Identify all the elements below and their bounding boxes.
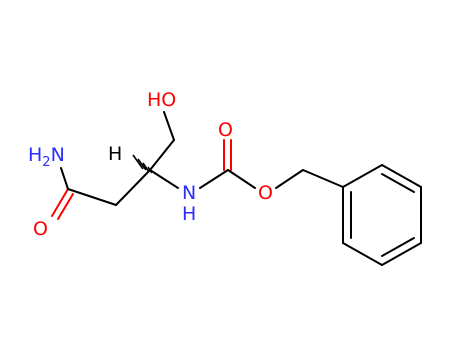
bond-c4-o <box>163 111 175 141</box>
bond-c1-n <box>60 167 69 190</box>
bond-c2-c3 <box>115 169 151 206</box>
ring-bond-3 <box>381 242 422 266</box>
hashed-wedge <box>132 154 153 174</box>
ring-bond-5 <box>381 164 422 188</box>
nh-nitrogen-label: N <box>182 182 196 204</box>
carbonyl-oxygen-label: O <box>218 119 233 141</box>
bond-c5-oe <box>227 169 256 189</box>
stereo-h-label: H <box>108 143 122 165</box>
amide-oxygen-label: O <box>33 218 48 240</box>
ring-double-3 <box>381 173 415 193</box>
hash-1 <box>147 166 153 174</box>
bond-n-c5 <box>199 169 229 189</box>
hash-2 <box>142 162 150 173</box>
amine-label: H2N <box>28 144 65 170</box>
hash-3 <box>137 158 147 171</box>
atom-labels: HO H2N H O O O N H <box>28 89 273 240</box>
bond-oe-c6 <box>275 169 304 189</box>
ring-bond-2 <box>342 242 383 266</box>
bonds <box>51 111 422 266</box>
bond-c1-o-a <box>51 188 69 217</box>
hydroxyl-label: HO <box>147 89 176 111</box>
ring-double-2 <box>381 237 415 257</box>
ester-oxygen-label: O <box>258 182 273 204</box>
bond-c3-n <box>149 169 179 189</box>
nh-hydrogen-label: H <box>182 203 196 225</box>
bond-c6-ring <box>302 169 344 188</box>
bond-c1-c2 <box>67 188 117 206</box>
hash-4 <box>132 154 144 170</box>
bond-c3-c4 <box>149 139 175 171</box>
bond-c1-o-b <box>57 193 74 220</box>
ring-bond-6 <box>342 164 383 188</box>
